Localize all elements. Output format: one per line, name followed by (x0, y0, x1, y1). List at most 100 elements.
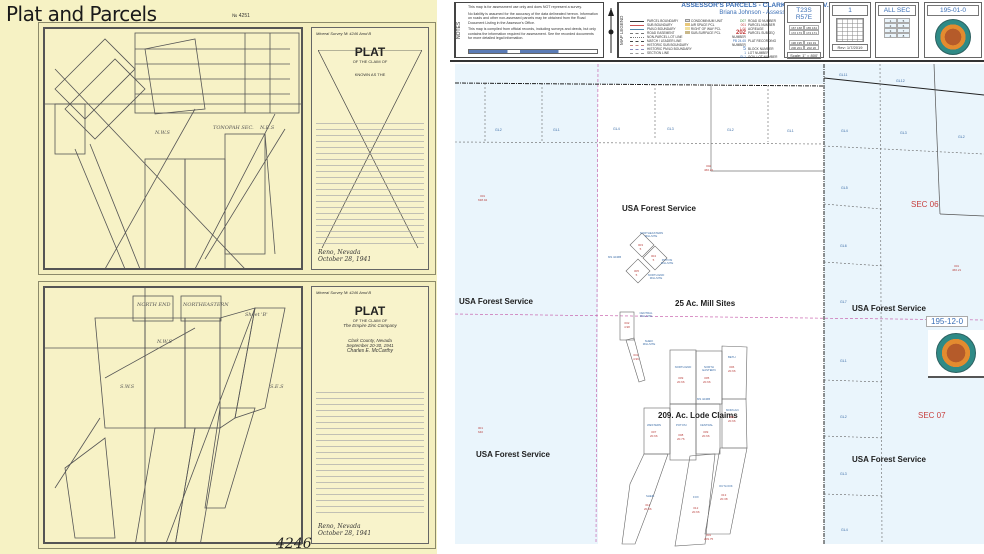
svg-text:Sheet 'B': Sheet 'B' (245, 312, 268, 318)
gov-lot-label: GL2 (840, 415, 847, 419)
lode-claim-name: POTOSI (676, 423, 687, 427)
survey-date: September 20-30, 1941 (346, 343, 394, 348)
lode-claim-parcel: 011 20.66 (644, 503, 652, 511)
mill-site-name: POTOSI MILLSITE (660, 258, 674, 266)
mineral-survey-label: MS 4246B (608, 255, 622, 259)
revision-date: Rev: 1/7/2019 (832, 44, 868, 51)
gov-lot-label: GL5 (841, 186, 848, 190)
gov-lot-label: GL7 (840, 300, 847, 304)
owner-label: USA Forest Service (852, 455, 926, 464)
owner-label: USA Forest Service (476, 450, 550, 459)
parcel-number: 001 466.21 (952, 264, 962, 272)
all-sec-label: ALL SEC (878, 5, 916, 16)
adjacent-map-number[interactable]: 195-12-0 (926, 316, 969, 327)
gov-lot-label: GL4 (841, 528, 848, 532)
parcel-number: 001 640 (478, 426, 484, 434)
map-header: NOTES This map is for assessment use onl… (450, 0, 984, 62)
form-text-lines (316, 118, 424, 244)
plat-form-bottom: Mineral Survey № 4246 Amd B PLAT OF THE … (311, 286, 429, 544)
plat-heading: PLAT (354, 304, 386, 318)
plat-drawing-bottom: NORTH END NORTHEASTERN Sheet 'B' N.W.S S… (43, 286, 303, 544)
lode-claim-name: BETH (728, 355, 736, 359)
gov-lot-label: GL4 (841, 129, 848, 133)
form-text-lines (316, 387, 424, 518)
gov-lot-label: GL11 (839, 73, 848, 77)
plat-subheading: OF THE CLAIM OF (352, 318, 388, 323)
gov-lot-label: GL1 (553, 128, 560, 132)
mill-site-parcel: 005 5 (634, 269, 640, 277)
plat-form-top: Mineral Survey № 4246 Amd B PLAT OF THE … (311, 27, 429, 270)
lode-claim-parcel: 001 209.75 (704, 533, 714, 541)
parcel-number: 002 466.21 (704, 164, 714, 172)
svg-text:NORTH END: NORTH END (136, 302, 170, 308)
lode-claim-parcel: 010 20.66 (728, 415, 736, 423)
section-label: SEC 07 (918, 411, 946, 420)
map-title: ASSESSOR'S PARCELS - CLARK COUNTY, NV. (681, 2, 829, 9)
section-box: 1 Rev: 1/7/2019 (829, 2, 871, 58)
north-arrow-icon (608, 8, 614, 53)
legend-line-styles: PARCEL BOUNDARY SUB BOUNDARY PM/LD BOUND… (630, 19, 790, 55)
svg-text:S.E.S: S.E.S (270, 384, 284, 390)
mill-site-parcel: 003 5 (638, 243, 644, 251)
svg-text:N.E.S: N.E.S (259, 125, 275, 131)
gov-lot-label: GL1 (787, 129, 794, 133)
notes-text: This map is for assessment use only and … (468, 5, 598, 40)
map-legend-box: MAP LEGEND (617, 2, 769, 58)
parcel-map: USA Forest Service USA Forest Service US… (450, 64, 984, 548)
gov-lot-label: GL12 (896, 79, 905, 83)
mill-site-parcel: 004 5 (651, 254, 657, 262)
company-name: The Empire Zinc Company (343, 323, 397, 328)
gov-lot-label: GL1 (840, 359, 847, 363)
plat-subheading: OF THE CLAIM OF (352, 59, 388, 64)
lode-claim-parcel: 005 20.66 (703, 376, 711, 384)
lode-claim-name: NORTH END (674, 365, 692, 369)
lode-claim-parcel: 009 20.66 (677, 376, 685, 384)
svg-text:N.W.S: N.W.S (156, 339, 172, 345)
assessor-map-panel: NOTES This map is for assessment use onl… (450, 0, 984, 554)
notes-label: NOTES (455, 3, 465, 57)
plat-sheet-top: N.W.S TONOPAH SEC. N.E.S Mineral Survey … (38, 22, 436, 275)
plat-drawing-top: N.W.S TONOPAH SEC. N.E.S (43, 27, 303, 270)
mineral-survey-label: MS 4246B (697, 397, 711, 401)
lode-claim-name: CENTRAL (700, 423, 714, 427)
plat-sheet-bottom: NORTH END NORTHEASTERN Sheet 'B' N.W.S S… (38, 281, 436, 549)
plat-sheet-number: 4246 (276, 536, 312, 552)
lode-claim-parcel: 013 20.38 (720, 493, 728, 501)
lode-claim-name: FOX (693, 495, 699, 499)
plat-linework-top: N.W.S TONOPAH SEC. N.E.S (45, 32, 301, 268)
seal-background (928, 330, 984, 378)
lode-claim-name: OUTLOOK (719, 484, 733, 488)
mill-site-name: NORTH END MILLSITE (647, 273, 665, 281)
lode-claim-name: WESTERN (647, 423, 661, 427)
legend-fill-types: CONDOMINIUM UNIT AIR SPACE PCL RIGHT OF … (685, 19, 745, 35)
section-grid (836, 18, 864, 42)
notes-box: NOTES This map is for assessment use onl… (454, 2, 604, 58)
owner-label: USA Forest Service (852, 304, 926, 313)
assessor-name: Briana Johnson - Assessor (719, 10, 791, 16)
svg-text:S.W.S: S.W.S (120, 384, 135, 390)
lode-claim-parcel: 008 20.76 (677, 433, 685, 441)
mill-site-parcel: 001 4.99 (633, 353, 639, 361)
owner-label: USA Forest Service (459, 297, 533, 306)
parcel-number: 001 638.94 (478, 194, 488, 202)
gov-lot-label: GL2 (495, 128, 502, 132)
map-scale: Scale: 1" = 800' (787, 52, 821, 59)
known-as-label: KNOWN AS THE (354, 72, 386, 77)
township-range: T23S R57E (787, 5, 821, 23)
historic-plat-panel: Plat and Parcels № 4251 (0, 0, 437, 554)
gov-lot-label: GL6 (840, 244, 847, 248)
svg-text:NORTHEASTERN: NORTHEASTERN (182, 302, 229, 308)
parcel-linework (454, 64, 984, 547)
mill-sites-area-label: 25 Ac. Mill Sites (675, 299, 736, 308)
clark-county-seal-icon (936, 333, 976, 373)
location: Clark County, Nevada (348, 338, 392, 343)
lode-claim-parcel: 007 20.66 (650, 430, 658, 438)
clark-county-seal-icon (935, 19, 971, 55)
